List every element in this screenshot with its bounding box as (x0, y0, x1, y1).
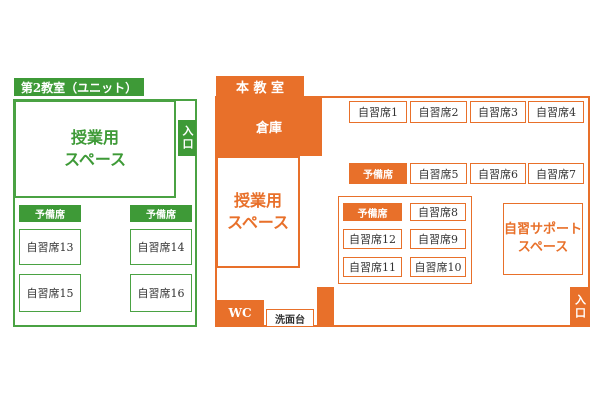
unit-lecture-space-label-1: 授業用 (70, 128, 119, 147)
unit-seat-13: 自習席13 (19, 229, 81, 265)
main-seat-2: 自習席2 (410, 101, 467, 123)
unit-room-title: 第2教室（ユニット） (14, 78, 144, 96)
seat-cluster-outline (338, 196, 472, 284)
unit-seat-15: 自習席15 (19, 274, 81, 312)
unit-seat-16: 自習席16 (130, 274, 192, 312)
main-spare-seat-upper: 予備席 (349, 163, 407, 184)
main-entrance: 入口 (570, 287, 589, 326)
self-study-support-space: 自習サポート スペース (503, 203, 583, 275)
wc: WC (216, 300, 264, 326)
unit-spare-seat-right: 予備席 (130, 205, 192, 222)
main-lecture-space: 授業用 スペース (216, 156, 300, 268)
main-seat-3: 自習席3 (470, 101, 526, 123)
main-seat-11: 自習席11 (343, 257, 402, 277)
main-seat-1: 自習席1 (349, 101, 407, 123)
main-seat-8: 自習席8 (410, 203, 466, 221)
main-seat-7: 自習席7 (528, 163, 584, 184)
main-lecture-space-label-2: スペース (226, 213, 290, 232)
unit-spare-seat-left: 予備席 (19, 205, 81, 222)
main-lecture-space-label-1: 授業用 (233, 191, 282, 210)
main-room-title: 本 教 室 (216, 76, 304, 96)
main-seat-4: 自習席4 (528, 101, 584, 123)
unit-lecture-space-label-2: スペース (63, 150, 127, 169)
unit-entrance: 入口 (178, 120, 196, 156)
storage: 倉庫 (216, 97, 322, 156)
main-seat-5: 自習席5 (410, 163, 467, 184)
main-seat-12: 自習席12 (343, 229, 402, 249)
pillar (317, 287, 334, 327)
main-seat-6: 自習席6 (470, 163, 526, 184)
main-spare-seat-cluster: 予備席 (343, 203, 402, 221)
unit-lecture-space: 授業用 スペース (14, 100, 176, 198)
main-seat-10: 自習席10 (410, 257, 466, 277)
support-space-label-1: 自習サポート (504, 222, 583, 237)
unit-seat-14: 自習席14 (130, 229, 192, 265)
main-seat-9: 自習席9 (410, 229, 466, 249)
washroom: 洗面台 (266, 309, 314, 327)
support-space-label-2: スペース (517, 240, 569, 255)
